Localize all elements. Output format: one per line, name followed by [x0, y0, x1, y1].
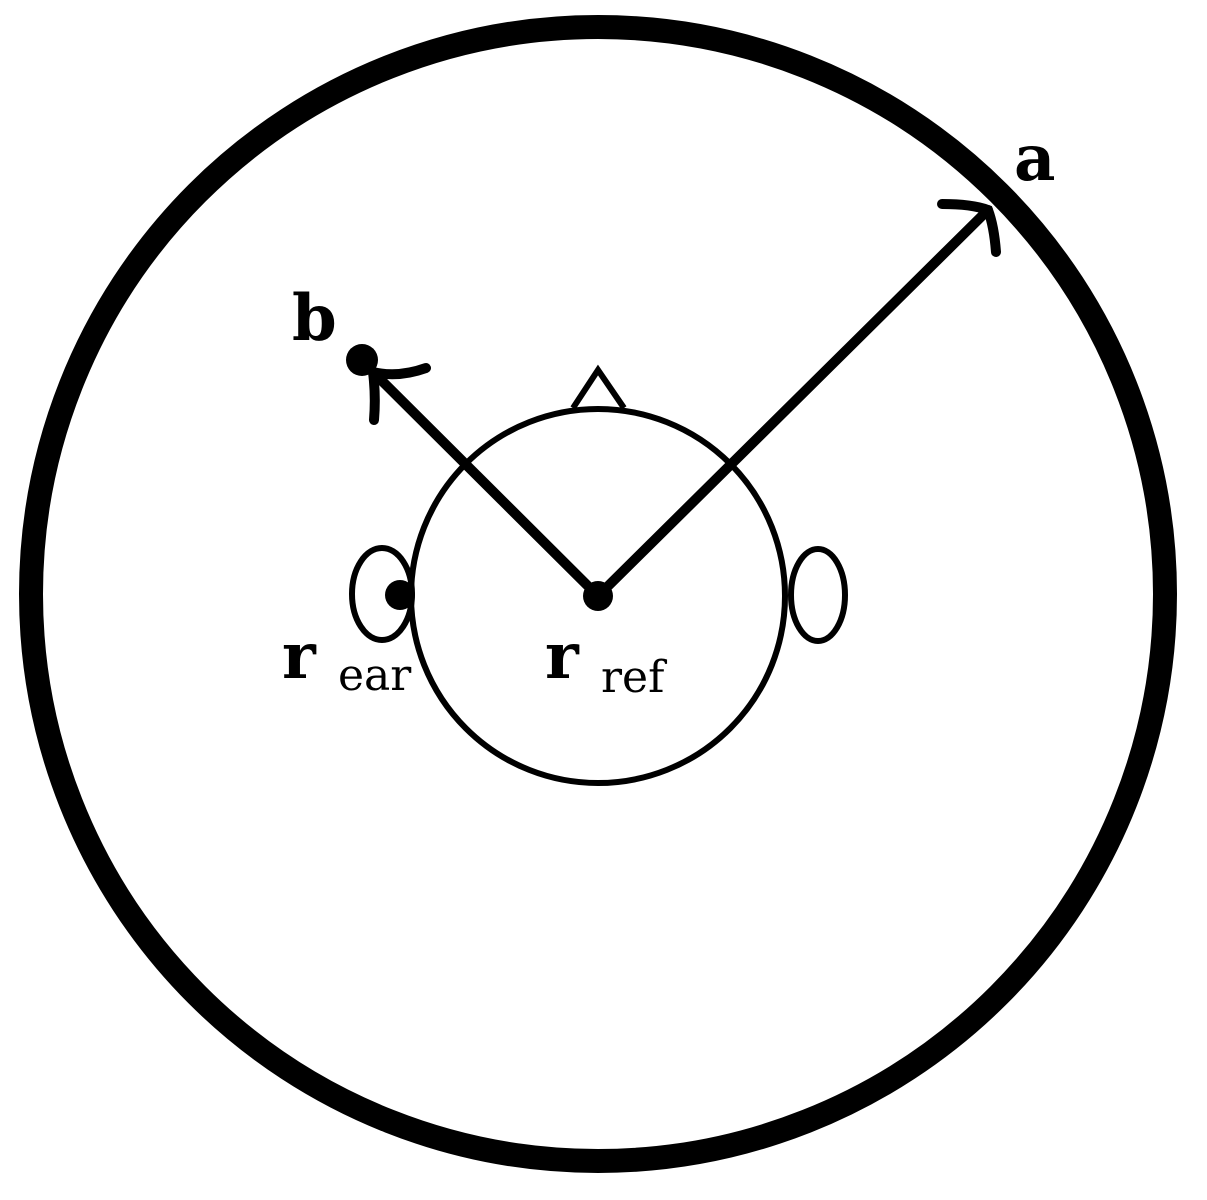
label-r-ear-main: r — [282, 619, 317, 694]
arrowhead-b — [367, 363, 431, 425]
outer-sphere-circle — [19, 15, 1177, 1173]
label-r-ref-sub: ref — [601, 652, 667, 703]
nose-triangle — [570, 364, 627, 410]
arrowhead-a — [937, 199, 1001, 257]
label-b: b — [292, 281, 337, 356]
point-b — [346, 344, 378, 376]
right-ear — [788, 546, 848, 644]
vector-to-a — [593, 205, 993, 601]
vector-to-b — [368, 367, 603, 601]
ear-point — [385, 580, 415, 610]
label-r-ear: r ear — [282, 619, 412, 701]
label-a: a — [1014, 121, 1055, 196]
label-r-ref-main: r — [545, 619, 580, 694]
label-r-ref: r ref — [545, 619, 667, 703]
label-r-ear-sub: ear — [338, 650, 412, 701]
